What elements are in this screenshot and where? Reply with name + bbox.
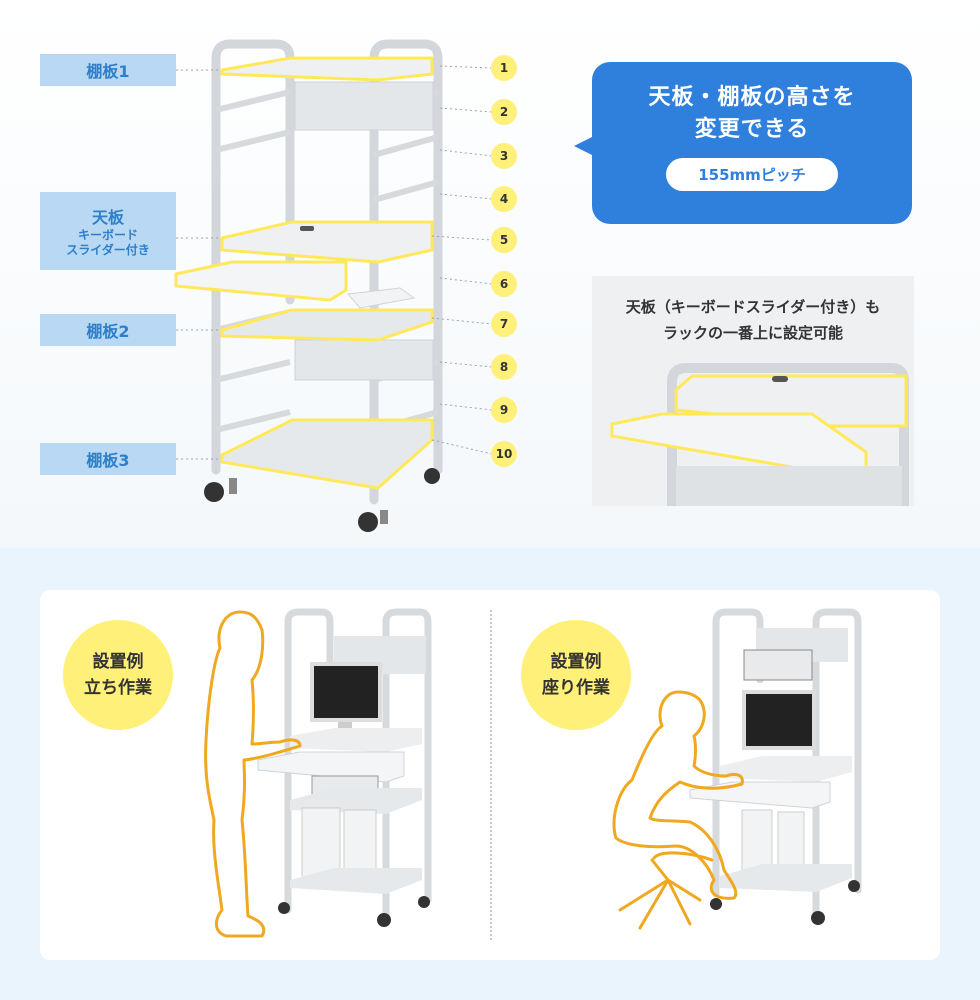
badge-standing-line1: 設置例: [92, 652, 144, 672]
height-marker-5: 5: [491, 227, 517, 253]
pitch-badge: 155mmピッチ: [666, 158, 838, 191]
label-top-board-text: 天板: [91, 208, 124, 227]
height-marker-8: 8: [491, 354, 517, 380]
badge-sitting-line2: 座り作業: [542, 678, 610, 698]
inset-rack-illustration: [610, 363, 909, 506]
height-marker-7: 7: [491, 311, 517, 337]
callout-tail: [574, 136, 594, 156]
label-shelf-3: 棚板3: [40, 443, 176, 475]
inset-line-1: 天板（キーボードスライダー付き）も: [625, 298, 881, 316]
height-marker-3: 3: [491, 143, 517, 169]
height-marker-4: 4: [491, 186, 517, 212]
label-shelf-2: 棚板2: [40, 314, 176, 346]
badge-sitting: 設置例 座り作業: [521, 620, 631, 730]
callout-line-1: 天板・棚板の高さを: [648, 85, 856, 110]
label-shelf-2-text: 棚板2: [86, 322, 130, 341]
badge-standing: 設置例 立ち作業: [63, 620, 173, 730]
label-top-board: 天板 キーボード スライダー付き: [40, 192, 176, 270]
label-shelf-3-text: 棚板3: [86, 451, 130, 470]
top-position-inset: 天板（キーボードスライダー付き）も ラックの一番上に設定可能: [592, 276, 914, 506]
height-marker-6: 6: [491, 271, 517, 297]
badge-sitting-line1: 設置例: [550, 652, 602, 672]
callout-bubble: 天板・棚板の高さを 変更できる 155mmピッチ: [592, 62, 912, 224]
height-marker-1: 1: [491, 55, 517, 81]
height-marker-10: 10: [491, 441, 517, 467]
rack-illustration: [174, 39, 493, 532]
height-marker-9: 9: [491, 397, 517, 423]
inset-line-2: ラックの一番上に設定可能: [662, 324, 843, 342]
examples-divider: [490, 610, 492, 940]
label-shelf-1-text: 棚板1: [86, 62, 130, 81]
label-top-board-sub1: キーボード: [77, 228, 138, 242]
label-top-board-sub2: スライダー付き: [66, 243, 150, 257]
label-shelf-1: 棚板1: [40, 54, 176, 86]
height-marker-2: 2: [491, 99, 517, 125]
badge-standing-line2: 立ち作業: [84, 678, 152, 698]
callout-line-2: 変更できる: [694, 117, 810, 142]
